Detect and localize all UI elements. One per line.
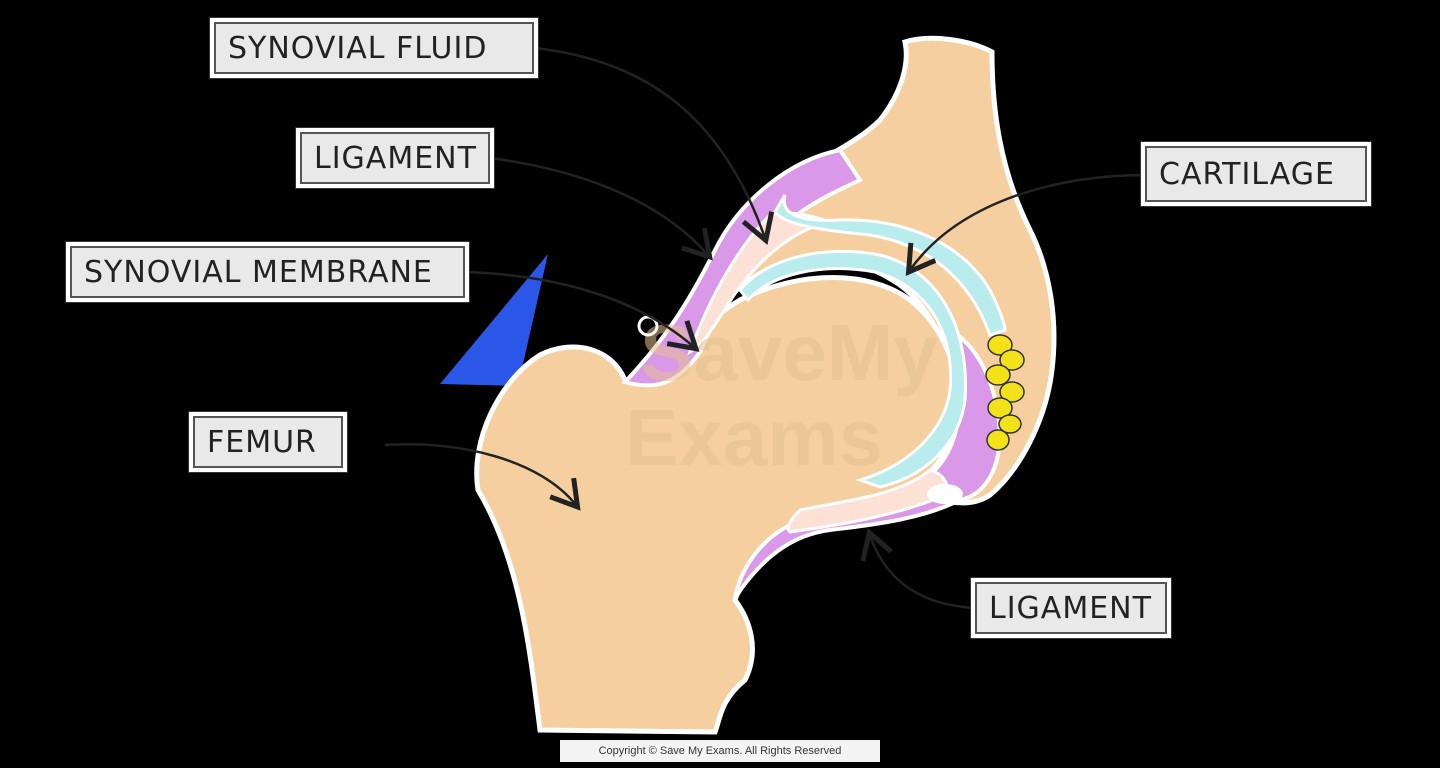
arrow-ligament-bottom	[870, 535, 975, 608]
label-ligament-top-text: LIGAMENT	[314, 141, 477, 176]
label-cartilage: CARTILAGE	[1145, 146, 1367, 202]
watermark-line1: SaveMy	[640, 308, 938, 397]
arrow-ligament-top	[490, 158, 708, 255]
label-ligament-top: LIGAMENT	[300, 132, 490, 184]
ligament-head-ellipse	[927, 484, 963, 504]
label-ligament-bottom-text: LIGAMENT	[989, 591, 1152, 626]
label-synovial-fluid: SYNOVIAL FLUID	[214, 22, 534, 74]
label-femur-text: FEMUR	[207, 425, 317, 460]
label-ligament-bottom: LIGAMENT	[975, 582, 1167, 634]
watermark-line2: Exams	[625, 393, 883, 482]
label-synovial-membrane-text: SYNOVIAL MEMBRANE	[84, 255, 433, 290]
label-femur: FEMUR	[193, 416, 343, 468]
label-synovial-fluid-text: SYNOVIAL FLUID	[228, 31, 487, 66]
label-synovial-membrane: SYNOVIAL MEMBRANE	[70, 246, 465, 298]
arrow-synovial-fluid	[535, 48, 765, 238]
label-cartilage-text: CARTILAGE	[1159, 157, 1335, 192]
copyright-credit: Copyright © Save My Exams. All Rights Re…	[560, 740, 880, 762]
